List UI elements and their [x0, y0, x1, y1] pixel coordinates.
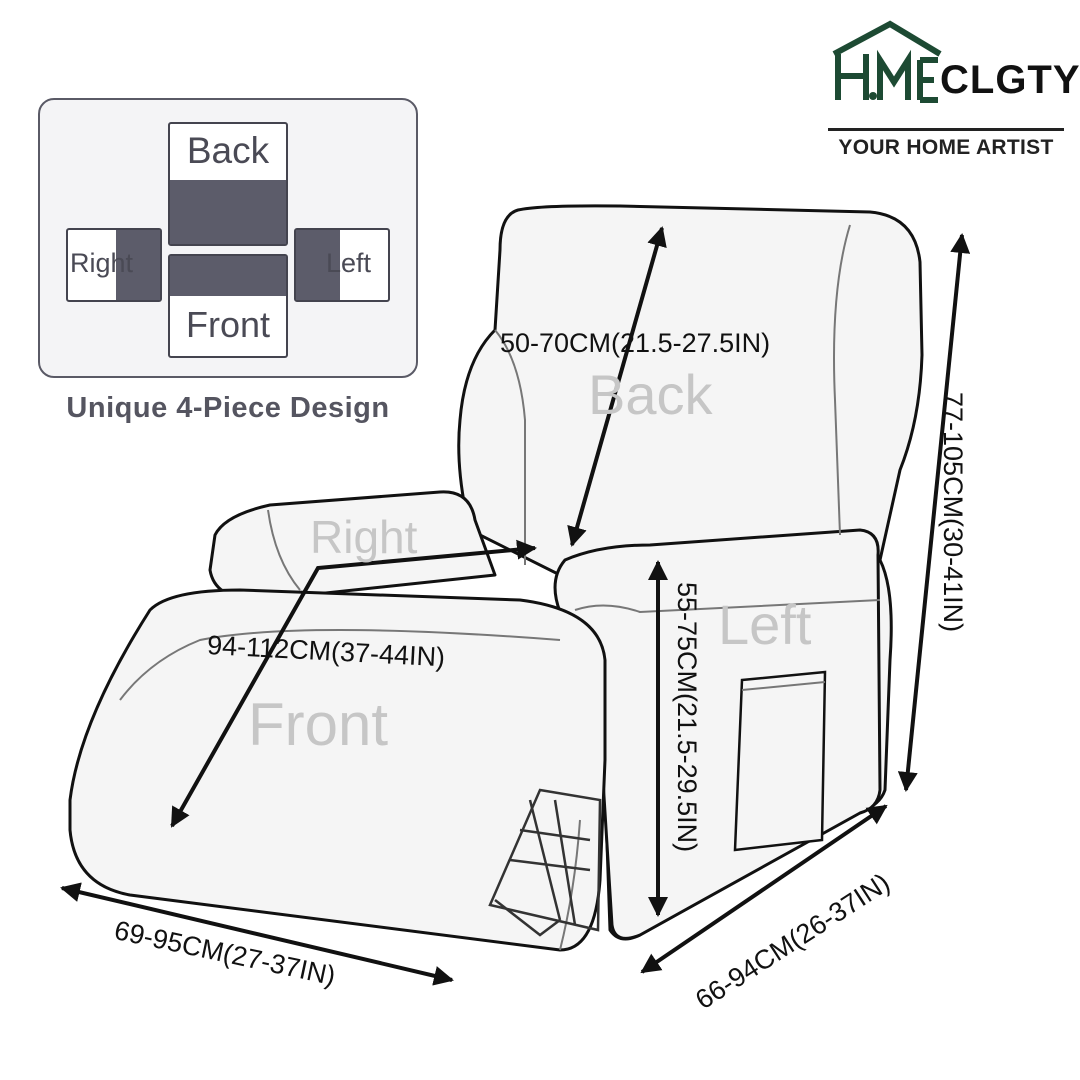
legend-piece-front: Front [168, 254, 288, 358]
diagram-label-front: Front [248, 691, 389, 758]
legend-label-back: Back [186, 130, 270, 171]
front-width-arrow [60, 882, 454, 986]
diagram-label-right: Right [310, 511, 418, 563]
legend-front-fill [170, 256, 286, 296]
side-pocket-shape [733, 670, 827, 852]
arm-height-label: 55-75CM(21.5-29.5IN) [672, 582, 702, 853]
legend-piece-left: Left [294, 228, 390, 302]
brand-name: CLGTY [940, 58, 1080, 102]
legend-label-front: Front [185, 304, 271, 345]
side-depth-arrow [640, 804, 888, 974]
legend-label-left: Left [326, 248, 372, 278]
legend-left-fill [296, 230, 340, 300]
back-height-arrow [567, 226, 667, 547]
legend-back-fill [170, 180, 286, 244]
diagram-label-left: Left [718, 593, 812, 656]
total-height-label: 77-105CM(30-41IN) [938, 392, 968, 633]
four-piece-legend: Back Front Right Left [38, 98, 418, 378]
brand-logo: CLGTY YOUR HOME ARTIST [828, 18, 1080, 168]
legend-right-fill [116, 230, 160, 300]
legend-piece-right: Right [66, 228, 162, 302]
back-height-label: 50-70CM(21.5-27.5IN) [500, 328, 771, 358]
brand-divider [828, 128, 1064, 131]
diagram-label-back: Back [588, 363, 713, 426]
legend-label-right: Right [70, 248, 134, 278]
total-height-arrow [897, 233, 971, 792]
house-logo-icon [832, 20, 942, 103]
legend-piece-back: Back [168, 122, 288, 246]
legend-caption: Unique 4-Piece Design [66, 392, 390, 424]
seat-length-arrow [170, 539, 537, 828]
mechanism-shape [488, 788, 602, 932]
brand-tagline: YOUR HOME ARTIST [838, 136, 1054, 159]
